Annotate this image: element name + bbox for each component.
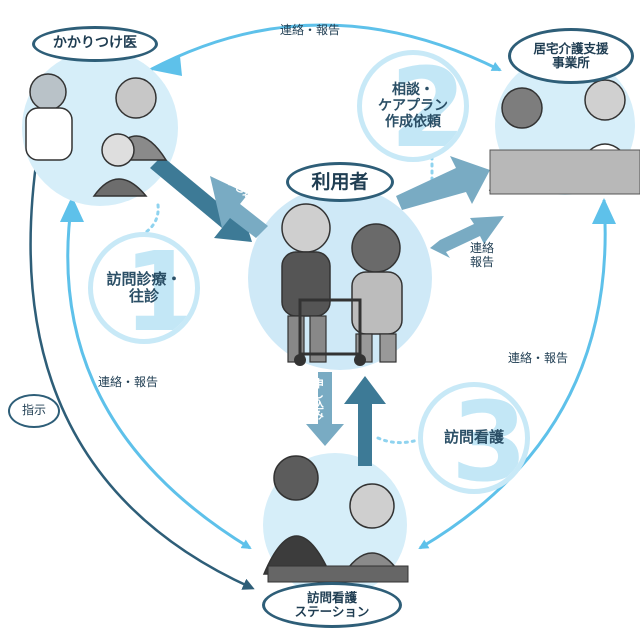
node-user: 利用者 <box>286 162 394 202</box>
service-number-two: 2 <box>390 50 467 162</box>
dots-three <box>376 436 420 445</box>
top-arc <box>149 23 502 72</box>
service-number-three: 3 <box>451 382 528 494</box>
nurse-illustration <box>262 455 409 583</box>
label-apply-bottom: 申し込み <box>312 378 325 420</box>
apply-down-arrow <box>306 372 344 446</box>
service-label-two: 相談・ ケアプラン 作成依頼 <box>378 81 448 131</box>
left-arc <box>66 199 252 550</box>
apply-to-doctor-arrow <box>210 176 268 238</box>
label-center-right-link: 連絡 報告 <box>470 241 495 269</box>
service-bubble-three: 3 訪問看護 <box>418 382 530 494</box>
service-label-three: 訪問看護 <box>443 428 504 447</box>
instruction-arc <box>29 149 255 590</box>
office-user-link-arrow <box>430 216 504 258</box>
nurse-to-user-arrow <box>344 376 386 466</box>
label-right-link: 連絡・報告 <box>508 351 569 365</box>
label-instruction: 指示 <box>8 394 60 428</box>
label-left-link: 連絡・報告 <box>98 375 159 389</box>
service-label-one: 訪問診療・ 往診 <box>106 269 182 305</box>
left-arc-head-top <box>60 196 84 222</box>
user-illustration <box>281 203 403 366</box>
right-arc <box>418 199 607 550</box>
label-top-link: 連絡・報告 <box>280 23 341 37</box>
office-illustration <box>488 79 640 195</box>
doctor-illustration <box>25 73 168 197</box>
user-to-office-arrow <box>396 156 490 210</box>
user-circle <box>248 186 432 370</box>
node-doctor: かかりつけ医 <box>32 26 158 62</box>
node-care-office: 居宅介護支援 事業所 <box>508 28 634 84</box>
node-station: 訪問看護 ステーション <box>262 582 402 628</box>
service-bubble-one: 1 訪問診療・ 往診 <box>88 232 200 344</box>
top-arc-head-left <box>152 56 182 76</box>
right-arc-head-top <box>592 198 616 224</box>
service-bubble-two: 2 相談・ ケアプラン 作成依頼 <box>357 50 469 162</box>
service-number-one: 1 <box>123 232 200 344</box>
